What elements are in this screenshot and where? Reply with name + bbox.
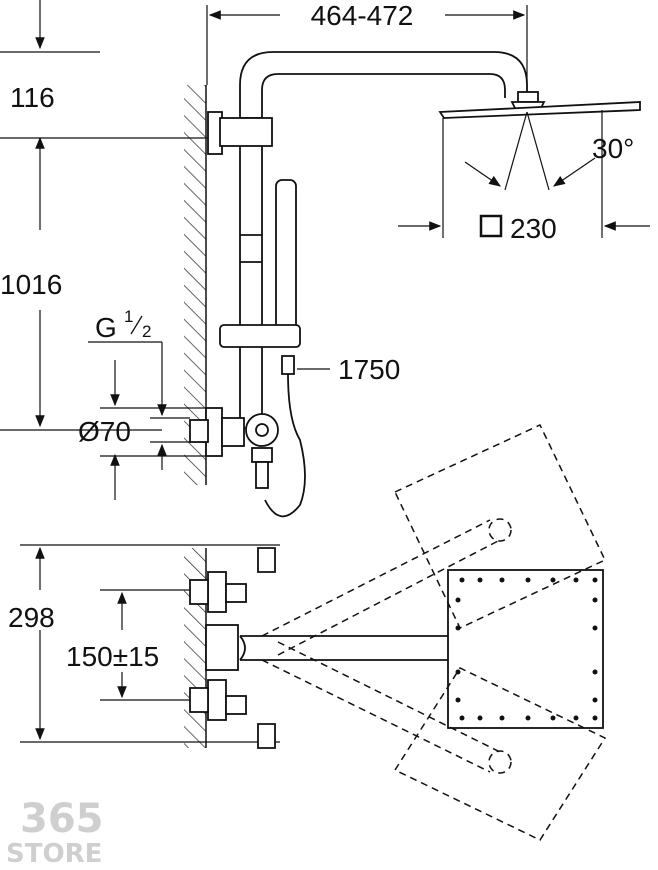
body-height-label: 298: [8, 602, 55, 633]
thread-numerator: 1: [124, 307, 133, 326]
arm-plan: [239, 635, 531, 661]
riser-rail: [207, 111, 273, 429]
overhead-arm: [239, 51, 528, 118]
head-size-dimension: [398, 110, 650, 238]
rail-height-label: 1016: [0, 269, 62, 300]
store-watermark: 365 STORE: [6, 796, 104, 869]
hand-shower: [219, 179, 306, 518]
hose-length-label: 1750: [338, 354, 400, 385]
flange-diameter-label: Ø70: [78, 416, 131, 447]
body-dimensions: [20, 544, 280, 743]
top-offset-label: 116: [10, 82, 55, 113]
head-size-label: 230: [510, 213, 557, 244]
nozzle-dots: [455, 577, 598, 721]
connection-spacing-label: 150±15: [66, 641, 159, 672]
left-vertical-dimensions: [0, 0, 210, 431]
connection-dimensions: [88, 341, 206, 500]
thread-label: G: [95, 312, 117, 343]
rotation-range-dashed: [261, 424, 607, 841]
head-angle-lines: [464, 111, 596, 191]
watermark-number: 365: [20, 796, 104, 842]
head-angle-label: 30°: [592, 133, 634, 164]
thread-denominator: 2: [142, 322, 151, 341]
mixer-connection: [189, 407, 279, 489]
mixer-body-plan: [189, 547, 276, 749]
watermark-store: STORE: [6, 839, 102, 869]
wall-hatch-lower: [184, 548, 207, 748]
head-plan: [447, 569, 604, 729]
shower-head: [438, 91, 641, 119]
arm-reach-label: 464-472: [311, 0, 414, 31]
